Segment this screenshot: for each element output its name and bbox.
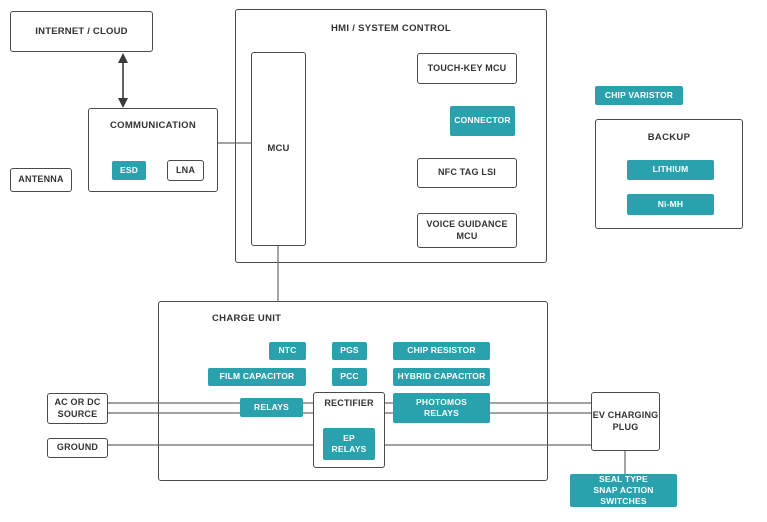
antenna-node: ANTENNA xyxy=(10,168,72,192)
mcu-node: MCU xyxy=(251,52,306,246)
ntc-label: NTC xyxy=(278,345,297,356)
esd-button[interactable]: ESD xyxy=(112,161,146,180)
ni-mh-label: Ni-MH xyxy=(657,198,684,209)
internet-cloud-label: INTERNET / CLOUD xyxy=(35,25,128,37)
pgs-label: PGS xyxy=(340,345,359,356)
voice-guidance-mcu-label: VOICE GUIDANCE MCU xyxy=(426,219,508,241)
ntc-button[interactable]: NTC xyxy=(269,342,306,360)
hmi-system-control-group: HMI / SYSTEM CONTROL xyxy=(235,9,547,263)
photomos-relays-label: PHOTOMOS RELAYS xyxy=(415,396,468,418)
ground-node: GROUND xyxy=(47,438,108,458)
ep-relays-label: EP RELAYS xyxy=(331,432,367,454)
hybrid-capacitor-label: HYBRID CAPACITOR xyxy=(397,371,486,382)
ac-or-dc-source-node: AC OR DC SOURCE xyxy=(47,393,108,424)
lna-label: LNA xyxy=(175,164,196,175)
antenna-label: ANTENNA xyxy=(18,174,64,185)
chip-resistor-button[interactable]: CHIP RESISTOR xyxy=(393,342,490,360)
esd-label: ESD xyxy=(119,164,139,175)
hmi-system-control-label: HMI / SYSTEM CONTROL xyxy=(331,23,451,34)
touch-key-mcu-label: TOUCH-KEY MCU xyxy=(427,62,507,73)
chip-varistor-button[interactable]: CHIP VARISTOR xyxy=(595,86,683,105)
communication-label: COMMUNICATION xyxy=(109,120,197,131)
relays-button[interactable]: RELAYS xyxy=(240,398,303,417)
chip-varistor-label: CHIP VARISTOR xyxy=(604,89,674,100)
ev-charging-plug-node: EV CHARGING PLUG xyxy=(591,392,660,451)
film-capacitor-button[interactable]: FILM CAPACITOR xyxy=(208,368,306,386)
internet-cloud-node: INTERNET / CLOUD xyxy=(10,11,153,52)
pcc-button[interactable]: PCC xyxy=(332,368,367,386)
relays-label: RELAYS xyxy=(254,401,289,412)
film-capacitor-label: FILM CAPACITOR xyxy=(219,371,295,382)
chip-resistor-label: CHIP RESISTOR xyxy=(407,345,476,356)
connector-label: CONNECTOR xyxy=(454,115,511,126)
seal-type-snap-action-switches-label: SEAL TYPE SNAP ACTION SWITCHES xyxy=(593,473,654,507)
lithium-button[interactable]: LITHIUM xyxy=(627,160,714,180)
connector-button[interactable]: CONNECTOR xyxy=(450,106,515,136)
pcc-label: PCC xyxy=(340,371,359,382)
nfc-tag-lsi-label: NFC TAG LSI xyxy=(437,167,497,178)
ev-charging-plug-label: EV CHARGING PLUG xyxy=(592,410,659,432)
seal-type-snap-action-switches-button[interactable]: SEAL TYPE SNAP ACTION SWITCHES xyxy=(570,474,677,507)
charge-unit-group: CHARGE UNIT xyxy=(158,301,548,481)
ep-relays-button[interactable]: EP RELAYS xyxy=(323,428,375,460)
lna-node: LNA xyxy=(167,160,204,181)
ni-mh-button[interactable]: Ni-MH xyxy=(627,194,714,215)
ac-or-dc-source-label: AC OR DC SOURCE xyxy=(54,397,101,419)
photomos-relays-button[interactable]: PHOTOMOS RELAYS xyxy=(393,393,490,423)
mcu-label: MCU xyxy=(267,143,290,155)
double-arrow-internet-communication xyxy=(118,53,128,108)
rectifier-label: RECTIFIER xyxy=(324,398,374,408)
voice-guidance-mcu-node: VOICE GUIDANCE MCU xyxy=(417,213,517,248)
backup-label: BACKUP xyxy=(647,132,691,143)
ground-label: GROUND xyxy=(56,442,99,453)
pgs-button[interactable]: PGS xyxy=(332,342,367,360)
charge-unit-label: CHARGE UNIT xyxy=(212,313,282,324)
hybrid-capacitor-button[interactable]: HYBRID CAPACITOR xyxy=(393,368,490,386)
touch-key-mcu-node: TOUCH-KEY MCU xyxy=(417,53,517,84)
lithium-label: LITHIUM xyxy=(652,164,689,175)
nfc-tag-lsi-node: NFC TAG LSI xyxy=(417,158,517,188)
